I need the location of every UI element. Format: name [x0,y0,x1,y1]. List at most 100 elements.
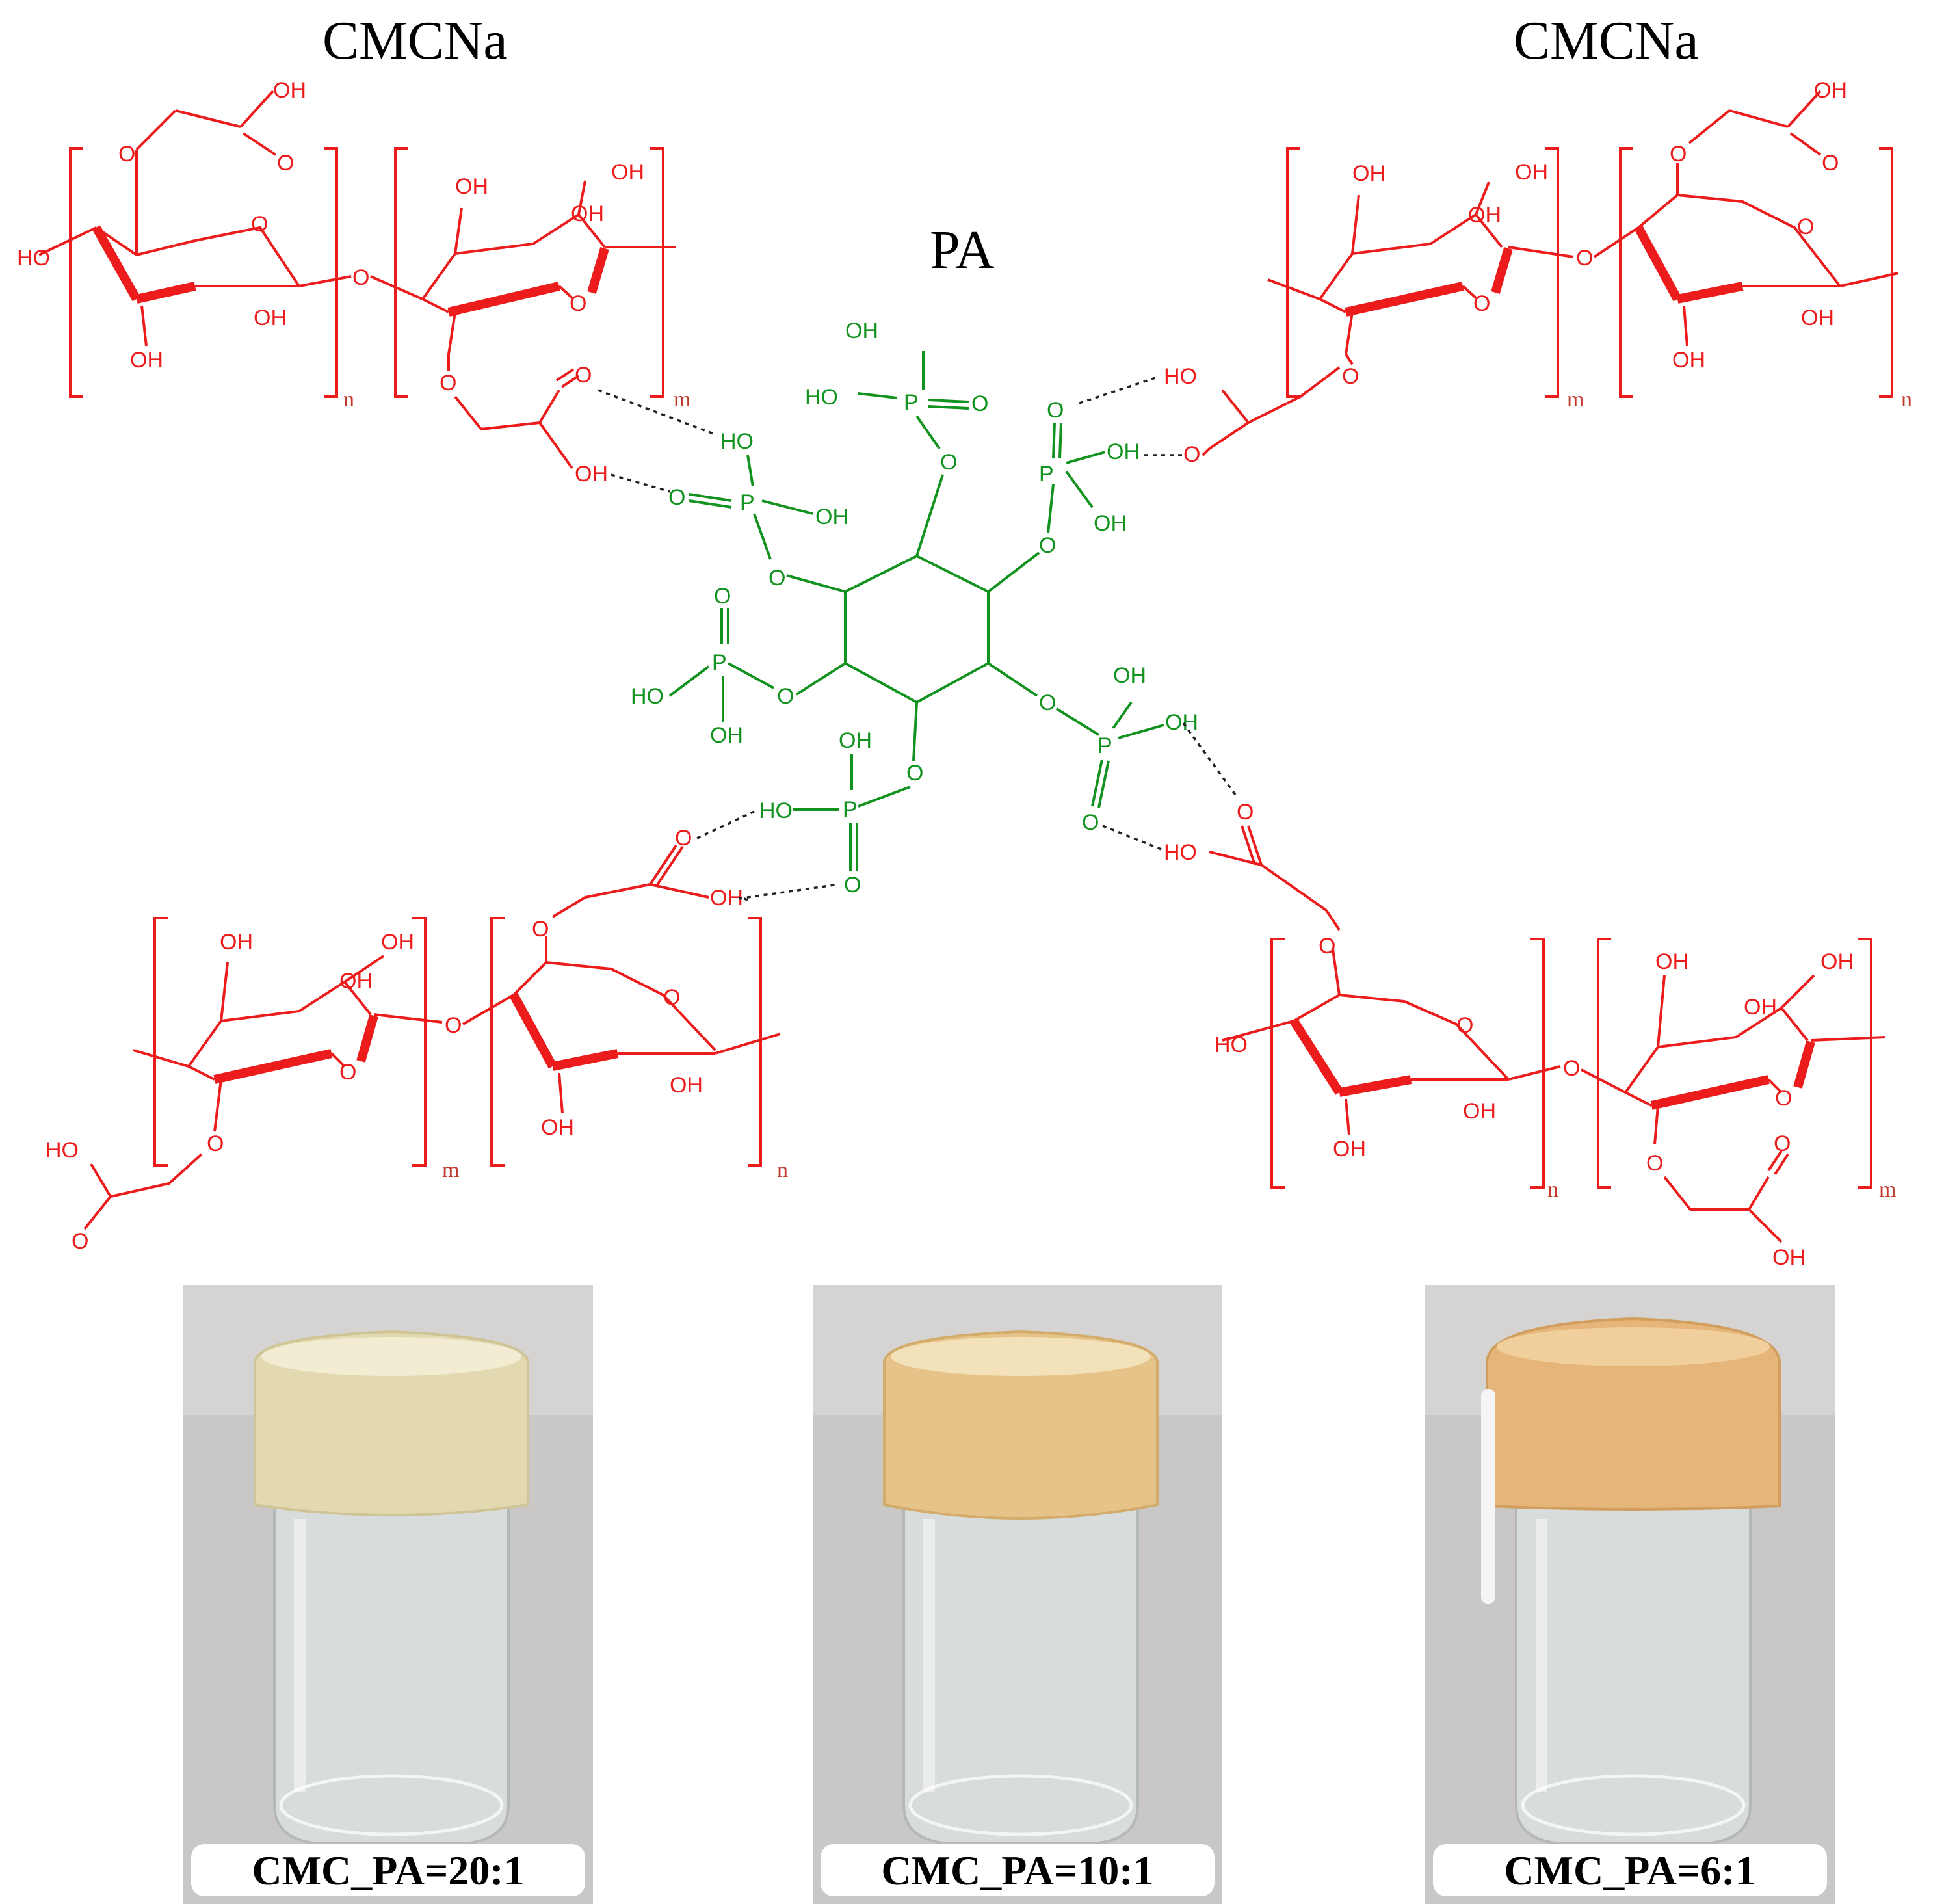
svg-text:OH: OH [815,505,848,529]
photo-cmc-pa-10-1: CMC_PA=10:1 [813,1285,1222,1904]
svg-text:OH: OH [455,174,488,199]
svg-text:O: O [118,142,135,166]
cmcna-chain-top-left: n m O OH O O HO OH OH O OH OH OH O [17,78,690,486]
svg-text:O: O [906,761,923,786]
svg-text:n: n [343,388,354,412]
svg-text:O: O [1319,934,1335,959]
svg-text:n: n [1547,1178,1558,1202]
svg-text:OH: OH [1333,1137,1366,1161]
svg-text:HO: HO [46,1138,79,1163]
svg-text:m: m [1567,388,1584,412]
svg-text:HO: HO [1164,364,1197,389]
svg-text:P: P [1097,734,1112,758]
svg-text:O: O [339,1060,356,1085]
svg-text:O: O [575,363,592,388]
svg-text:O: O [844,873,861,897]
svg-text:OH: OH [1352,161,1386,186]
svg-text:O: O [72,1229,88,1254]
svg-text:m: m [1879,1178,1896,1202]
svg-text:O: O [1670,142,1687,166]
cmcna-right-label: CMCNa [1514,10,1699,71]
svg-text:OH: OH [1672,348,1705,373]
gel-10-1 [883,1330,1159,1520]
svg-text:O: O [777,684,794,709]
svg-text:O: O [1456,1013,1473,1038]
svg-text:O: O [570,291,586,316]
svg-text:O: O [1646,1151,1663,1176]
svg-text:OH: OH [611,160,644,185]
svg-text:OH: OH [710,886,743,910]
svg-text:OH: OH [1094,511,1127,536]
svg-text:O: O [1039,691,1056,715]
svg-text:P: P [712,650,727,675]
svg-text:OH: OH [571,202,604,226]
svg-text:OH: OH [1655,949,1688,974]
svg-text:HO: HO [720,429,754,454]
svg-text:OH: OH [1468,203,1501,228]
svg-text:O: O [668,485,685,510]
svg-text:HO: HO [631,684,664,709]
svg-text:O: O [971,391,988,416]
caption-6-1: CMC_PA=6:1 [1504,1847,1755,1894]
svg-text:P: P [843,797,858,822]
cmcna-chain-top-right: m n OH OH OH O O O O OH OH O OH [1164,78,1912,467]
svg-text:O: O [445,1013,462,1038]
hydrogen-bonds [598,376,1237,901]
cmcna-left-label: CMCNa [322,10,508,71]
svg-text:HO: HO [1215,1033,1248,1057]
pa-label: PA [930,220,995,280]
svg-text:O: O [532,917,549,942]
svg-text:OH: OH [845,319,878,343]
svg-text:m: m [442,1158,459,1182]
svg-text:O: O [1797,215,1814,239]
svg-text:OH: OH [670,1073,703,1098]
svg-text:OH: OH [130,348,163,373]
svg-text:O: O [1774,1131,1791,1156]
photo-cmc-pa-6-1: CMC_PA=6:1 [1425,1285,1835,1904]
svg-text:O: O [1473,291,1490,316]
svg-text:O: O [940,450,957,475]
gel-20-1 [254,1330,529,1516]
svg-text:O: O [663,985,680,1010]
svg-text:HO: HO [759,799,793,823]
svg-text:O: O [352,265,369,290]
svg-text:HO: HO [805,385,838,410]
phytic-acid-structure: O P OH HO O O P O OH OH O P O HO OH [631,319,1198,897]
photo-cmc-pa-20-1: CMC_PA=20:1 [183,1285,593,1904]
svg-text:P: P [904,390,919,415]
svg-text:OH: OH [381,930,414,955]
svg-text:OH: OH [1744,995,1777,1020]
svg-text:OH: OH [1107,440,1140,464]
cmcna-chain-bottom-left: m n OH OH OH O O O HO O O OH OH O [46,826,788,1254]
svg-text:OH: OH [1814,78,1847,103]
svg-text:OH: OH [1801,306,1834,330]
svg-text:P: P [1039,462,1054,486]
svg-text:O: O [1237,800,1254,825]
svg-text:OH: OH [1515,160,1548,185]
svg-text:O: O [714,584,731,609]
svg-text:O: O [1775,1086,1792,1111]
svg-text:n: n [1901,388,1912,412]
svg-text:O: O [675,826,692,851]
svg-text:O: O [1342,364,1359,389]
svg-text:O: O [251,212,268,237]
svg-text:O: O [440,371,456,395]
svg-text:OH: OH [1463,1099,1496,1124]
svg-text:OH: OH [273,78,306,103]
svg-text:OH: OH [710,723,743,748]
svg-text:O: O [1047,398,1064,423]
svg-text:O: O [1563,1056,1580,1081]
svg-text:n: n [777,1158,788,1182]
svg-text:O: O [277,151,294,176]
svg-text:O: O [1039,533,1056,558]
cmcna-chain-bottom-right: n m HO O OH OH O O HO O OH OH OH O [1164,800,1896,1270]
svg-text:OH: OH [541,1115,574,1140]
svg-text:OH: OH [1165,710,1198,735]
svg-text:OH: OH [839,728,872,753]
svg-text:OH: OH [220,930,253,955]
caption-10-1: CMC_PA=10:1 [881,1847,1153,1894]
svg-text:OH: OH [1820,949,1854,974]
svg-text:OH: OH [575,462,608,486]
svg-text:O: O [1183,442,1200,467]
svg-text:OH: OH [1772,1245,1806,1270]
